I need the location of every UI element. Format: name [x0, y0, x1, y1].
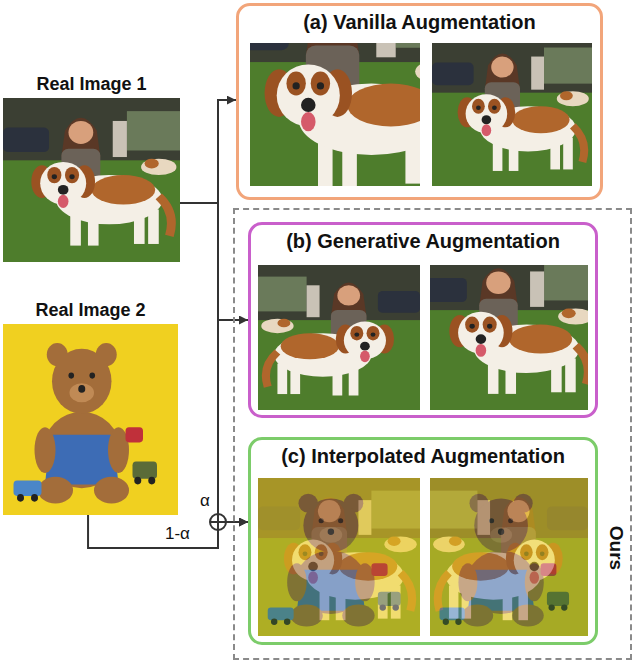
illustration-shape	[258, 478, 420, 636]
generated-photo	[421, 249, 597, 410]
real-photo	[3, 98, 180, 262]
augmented-photo	[432, 35, 592, 186]
weight-label: 1-α	[163, 525, 192, 544]
rotated-label-holder: Ours	[605, 526, 627, 570]
illustration-shape	[421, 249, 597, 410]
ours-region: (b) Generative Augmentation (c) Interpola…	[233, 208, 632, 660]
real-photo	[3, 324, 178, 515]
generative-box: (b) Generative Augmentation	[248, 222, 598, 418]
generated-photo	[258, 265, 420, 410]
connector-arrow	[180, 203, 248, 522]
image-title: Real Image 2	[35, 300, 145, 321]
connector-arrow	[88, 515, 248, 548]
illustration-shape	[430, 478, 588, 636]
sum-symbol	[210, 514, 226, 530]
illustration-shape	[430, 478, 588, 636]
box-title: (c) Interpolated Augmentation	[281, 445, 565, 468]
connector-arrow	[180, 100, 236, 203]
connector-arrow	[180, 203, 248, 320]
illustration-shape	[432, 35, 592, 186]
illustration-shape	[258, 265, 420, 410]
interpolated-photo	[258, 478, 420, 636]
weight-label: α	[198, 492, 212, 511]
real-image-panel: Real Image 1	[3, 74, 180, 262]
illustration-shape	[430, 478, 588, 636]
real-image-panel: Real Image 2	[3, 300, 178, 515]
image-title: Real Image 1	[36, 74, 146, 95]
interpolated-box: (c) Interpolated Augmentation	[248, 437, 598, 645]
illustration-shape	[3, 324, 178, 515]
sum-plus	[210, 514, 226, 530]
illustration-shape	[258, 265, 420, 410]
region-label: Ours	[605, 526, 627, 570]
interpolated-photo	[430, 478, 588, 636]
illustration-shape	[3, 98, 180, 262]
box-title: (b) Generative Augmentation	[286, 230, 560, 253]
sum-circle	[210, 514, 226, 530]
box-title: (a) Vanilla Augmentation	[303, 11, 536, 34]
vanilla-box: (a) Vanilla Augmentation	[236, 3, 603, 200]
illustration-shape	[258, 478, 420, 636]
